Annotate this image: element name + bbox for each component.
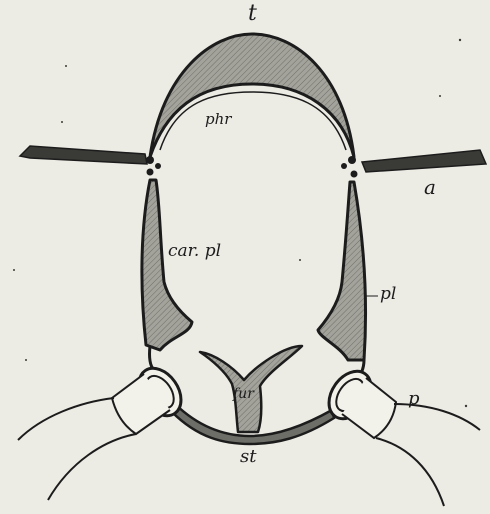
label-tergum: t [248, 1, 257, 26]
label-cardinal-pleural: car. pl [168, 241, 221, 261]
left-wing-base [20, 146, 147, 164]
right-pleuron [318, 182, 366, 360]
label-phragma: phr [205, 110, 232, 128]
right-coxa [320, 363, 396, 438]
paper-speckles [13, 39, 467, 407]
tergum-arch [150, 34, 354, 157]
label-sternum: st [240, 446, 257, 467]
label-pleuron: pl [380, 284, 396, 304]
label-wing: a [424, 175, 436, 199]
left-wing-hinge [146, 156, 161, 176]
right-wing-base [362, 150, 486, 172]
left-pleuron [142, 180, 192, 350]
right-wing-hinge [341, 156, 358, 178]
label-leg: p [408, 388, 420, 409]
label-furca: fur [232, 386, 255, 402]
left-coxa [112, 360, 190, 434]
